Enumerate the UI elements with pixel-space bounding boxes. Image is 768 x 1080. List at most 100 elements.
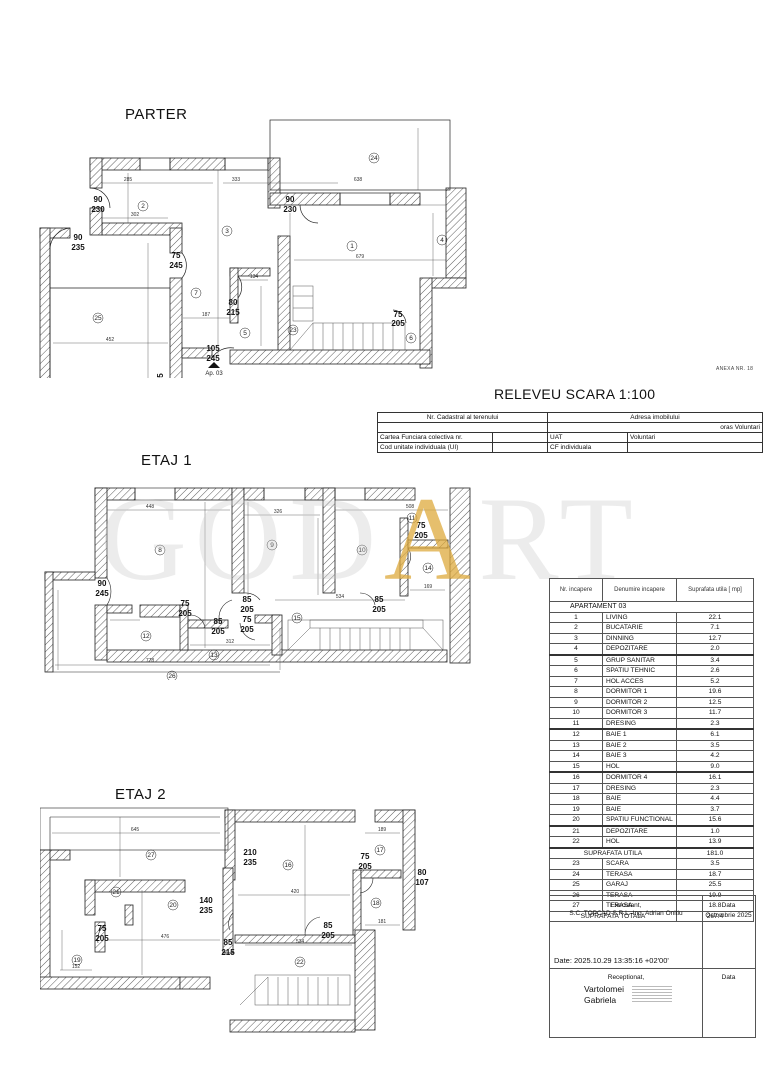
room-number: 14 [424,565,432,572]
dim: 448 [146,504,155,510]
door-height: 205 [372,605,386,614]
room-number: 18 [372,900,380,907]
cell-area: 3.4 [676,653,754,666]
col-header-area: Suprafata utila [ mp] [676,578,754,602]
dim: 326 [274,509,283,515]
cf-individual-label: CF individuala [547,442,628,453]
util-value: 181.0 [676,846,754,859]
cell-name: BAIE [602,793,677,805]
cell-name: GRUP SANITAR [602,653,677,666]
door-width: 140 [199,896,213,905]
cell-nr: 16 [549,771,603,784]
cell-area: 4.4 [676,793,754,805]
cell-area: 2.3 [676,782,754,794]
dim: 645 [131,827,140,833]
door-height: 205 [240,625,254,634]
door-width: 80 [418,868,427,877]
dim: 169 [424,584,433,590]
door-height: 205 [95,934,109,943]
executant-name: S.C. TOPCAD S.R.L.-Ing. Adrian Onitiu [569,910,683,917]
room-number: 24 [370,155,378,162]
cell-area: 4.2 [676,750,754,762]
cf-label: Cartea Funciara colectiva nr. [377,432,493,443]
door-width: 85 [224,938,233,947]
room-number: 6 [409,335,413,342]
cell-area: 2.0 [676,643,754,655]
room-number: 26 [168,673,176,680]
door-height: 205 [240,605,254,614]
door-width: 75 [361,852,370,861]
room-number: 13 [210,652,218,659]
dim: 534 [296,939,305,945]
room-number: 1 [350,243,354,250]
cell-name: HOL ACCES [602,675,677,687]
receptionat-name-first: Vartolomei [584,984,624,994]
room-number: 19 [73,957,81,964]
total-value: 267.4 [676,910,754,922]
door-width: 105 [206,344,220,353]
col-header-name: Denumire incapere [602,578,677,602]
executant-label: Executant, [610,902,642,909]
etaj2-title: ETAJ 2 [115,786,167,803]
col-header-nr: Nr. incapere [549,578,603,602]
door-width: 90 [74,233,83,242]
cell-area: 12.5 [676,696,754,708]
cell-nr: 11 [549,717,603,730]
door-width: 75 [98,924,107,933]
cell-nr: 17 [549,782,603,794]
cell-name: DRESING [602,717,677,730]
cell-nr: 4 [549,643,603,655]
cell-name: DRESING [602,782,677,794]
util-label: SUPRAFATA UTILA [549,846,677,859]
dim: 152 [72,964,81,970]
cell-area: 7.1 [676,622,754,634]
dim: 452 [106,337,115,343]
door-height: 230 [283,205,297,214]
cell-nr: 2 [549,622,603,634]
cell-name: SPATIU TEHNIC [602,665,677,677]
cell-nr: 10 [549,707,603,719]
dim: 187 [202,312,211,318]
room-number: 9 [270,542,274,549]
receptionat-label: Receptionat, [607,974,645,981]
etaj2-floor-plan: 645 420 189 181 534 476 152 16 17 18 19 … [40,807,429,1033]
door-width: 210 [243,848,257,857]
entrance-arrow-icon [208,362,220,368]
data-value: Octombrie 2025 [705,912,752,919]
door-height: 245 [95,589,109,598]
door-height: 205 [178,609,192,618]
cell-name: HOL [602,760,677,773]
door-height: 230 [91,205,105,214]
room-number: 5 [243,330,247,337]
cell-name: HOL [602,836,677,848]
entrance-label: Ap. 03 [205,371,223,377]
cell-area: 3.5 [676,739,754,751]
cell-area: 15.6 [676,814,754,826]
door-width: 75 [243,615,252,624]
watermark-accent: A [383,472,479,605]
cell-nr: 13 [549,739,603,751]
room-number: 20 [169,902,177,909]
door-height: 205 [391,319,405,328]
cell-area: 12.7 [676,632,754,644]
dim: 476 [161,934,170,940]
door-height: 215 [221,948,235,957]
addr-header: Adresa imobilului [547,412,763,423]
dim: 312 [226,639,235,645]
door-height: 235 [71,243,85,252]
cell-area: 18.7 [676,868,754,880]
door-height: 235 [199,906,213,915]
cell-area: 3.5 [676,858,754,870]
